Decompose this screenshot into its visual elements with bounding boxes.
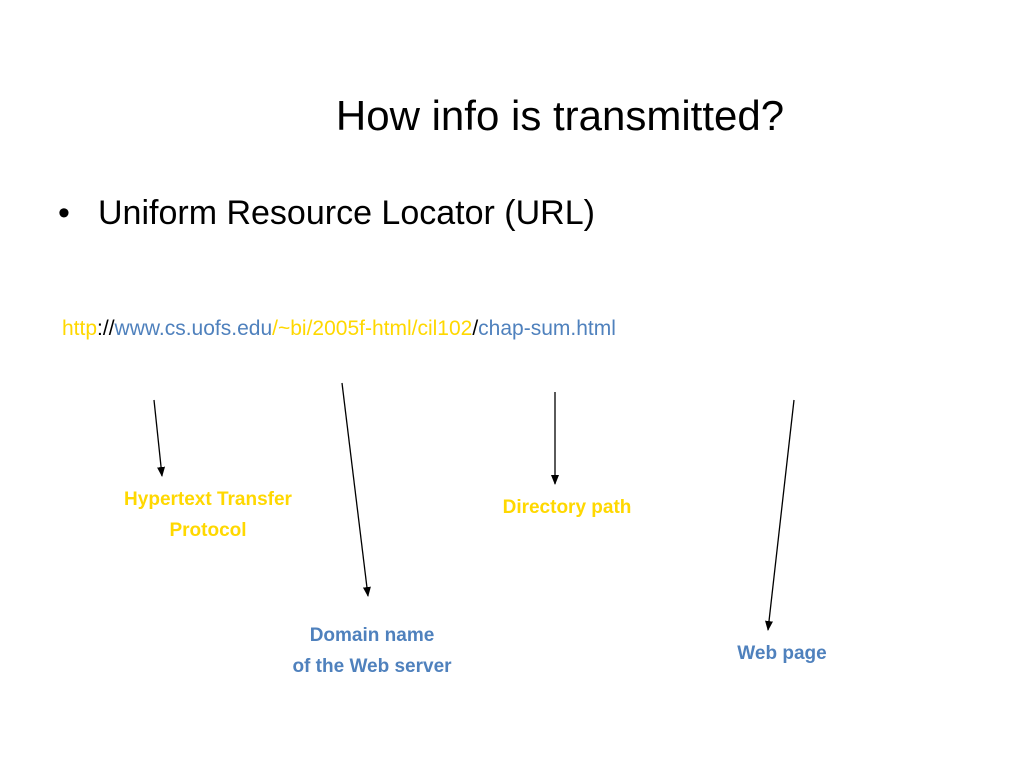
label-domain: Domain name of the Web server [262,620,482,682]
url-domain: www.cs.uofs.edu [114,317,273,340]
arrow-to-protocol [153,399,166,477]
url-separator: :// [97,317,115,340]
label-domain-line-2: of the Web server [292,656,452,677]
url-directory: /~bi/2005f-html/cil102 [272,317,473,340]
label-domain-line-1: Domain name [309,625,435,646]
label-protocol-line-1: Hypertext Transfer [124,489,292,510]
arrow-to-domain [341,382,371,597]
label-protocol: Hypertext Transfer Protocol [98,484,318,546]
label-webpage-line-1: Web page [737,643,827,664]
slide-title: How info is transmitted? [335,92,785,139]
arrow-to-webpage [765,399,795,631]
label-webpage: Web page [702,638,862,669]
label-directory: Directory path [466,492,668,523]
bullet-item: • Uniform Resource Locator (URL) [58,190,595,236]
label-directory-line-1: Directory path [502,497,632,518]
url-webpage: chap-sum.html [478,317,616,340]
example-url: http://www.cs.uofs.edu/~bi/2005f-html/ci… [62,314,616,344]
bullet-marker: • [58,194,70,232]
url-slash: / [472,317,479,340]
label-protocol-line-2: Protocol [169,520,247,541]
url-protocol: http [62,317,98,340]
bullet-text: Uniform Resource Locator (URL) [98,194,595,232]
